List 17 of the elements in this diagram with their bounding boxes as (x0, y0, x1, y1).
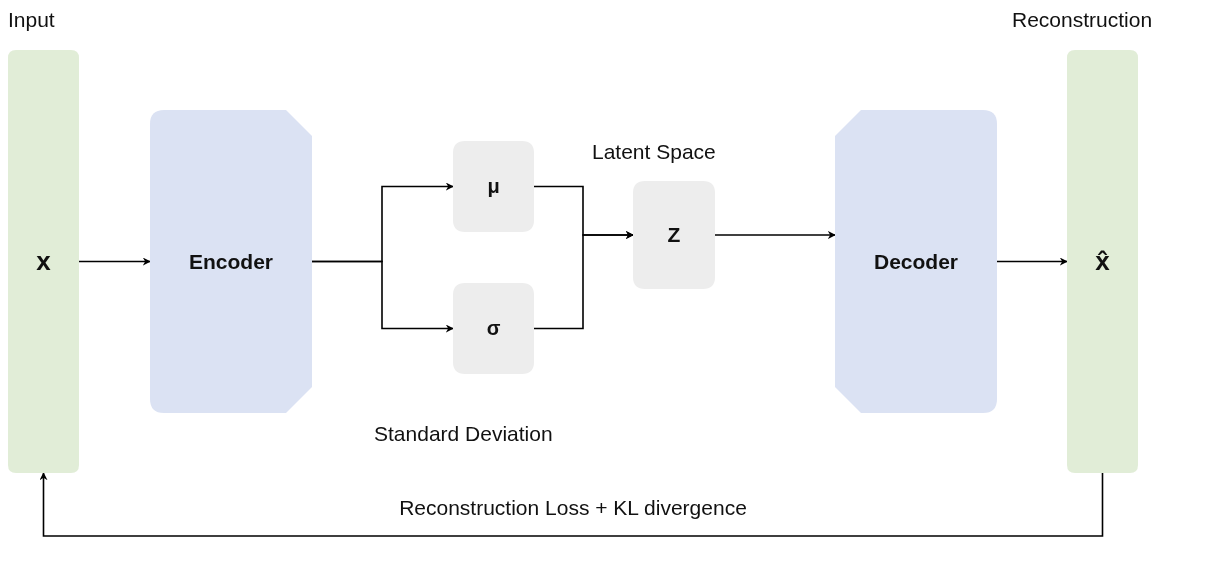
node-label: σ (486, 317, 501, 340)
node-label: Latent Space (592, 140, 716, 164)
node-label: Standard Deviation (374, 422, 553, 446)
node-label: x̂ (1095, 246, 1110, 277)
arrow (533, 231, 634, 330)
arrow (714, 231, 836, 239)
arrow (39, 472, 1104, 537)
arrow (78, 257, 151, 266)
node-label: Z (667, 223, 681, 247)
node-label: μ (487, 175, 500, 198)
arrow (311, 260, 454, 333)
node-label: x (36, 246, 51, 277)
node-label: Input (8, 8, 55, 32)
node-label: Encoder (189, 249, 273, 274)
arrow (996, 257, 1068, 266)
node-label: Reconstruction (1012, 8, 1153, 32)
node-label: Decoder (874, 249, 958, 274)
